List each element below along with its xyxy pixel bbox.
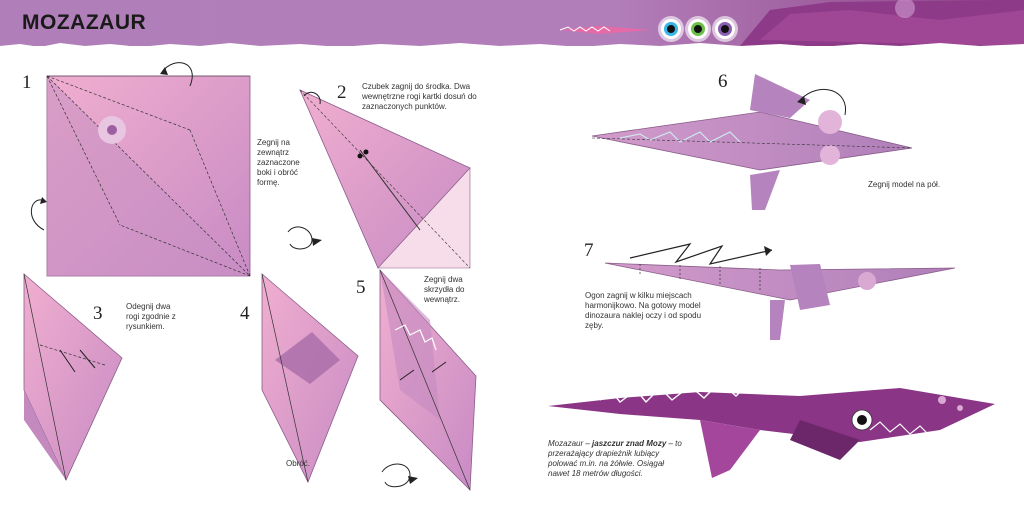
step-6-instruction: Zegnij model na pół. xyxy=(868,180,941,189)
step-1-number: 1 xyxy=(22,72,32,93)
step-2-instruction: Czubek zagnij do środka. Dwa wewnętrzne … xyxy=(362,82,477,111)
caption-subtitle: jaszczur znad Mozy xyxy=(592,439,667,448)
step-1-diagram xyxy=(30,62,251,277)
eye-icon-green xyxy=(688,19,708,39)
step-7-number: 7 xyxy=(584,240,594,261)
caption-name: Mozazaur xyxy=(548,439,584,448)
step-2-diagram xyxy=(287,89,471,269)
step-4-number: 4 xyxy=(240,303,250,324)
eye-icon-blue xyxy=(661,19,681,39)
step-4-diagram xyxy=(261,273,359,483)
step-6-diagram xyxy=(591,74,913,210)
page-title: MOZAZAUR xyxy=(22,11,147,34)
step-2-number: 2 xyxy=(337,82,347,103)
caption-dash: – xyxy=(583,439,593,448)
step-7-diagram xyxy=(604,243,956,340)
torn-edge xyxy=(0,43,1024,52)
step-5-diagram xyxy=(379,268,477,491)
dinosaur-caption: Mozazaur – jaszczur znad Mozy – to przer… xyxy=(548,439,683,479)
step-3-number: 3 xyxy=(93,303,103,324)
step-1-instruction: Zegnij na zewnątrz zaznaczone boki i obr… xyxy=(257,138,300,187)
step-4-instruction: Obróć. xyxy=(286,459,311,468)
caption-body: – to przerażający drapieżnik lubiący pol… xyxy=(548,439,682,478)
step-3-diagram xyxy=(23,273,123,481)
step-7-instruction: Ogon zagnij w kilku miejscach harmonijko… xyxy=(585,291,702,330)
step-6-number: 6 xyxy=(718,71,728,92)
step-5-instruction: Zegnij dwa skrzydła do wewnątrz. xyxy=(424,275,465,304)
step-3-instruction: Odegnij dwa rogi zgodnie z rysunkiem. xyxy=(126,302,176,331)
final-dinosaur-illustration xyxy=(548,377,995,478)
step-5-number: 5 xyxy=(356,277,366,298)
eye-icon-purple xyxy=(715,19,735,39)
